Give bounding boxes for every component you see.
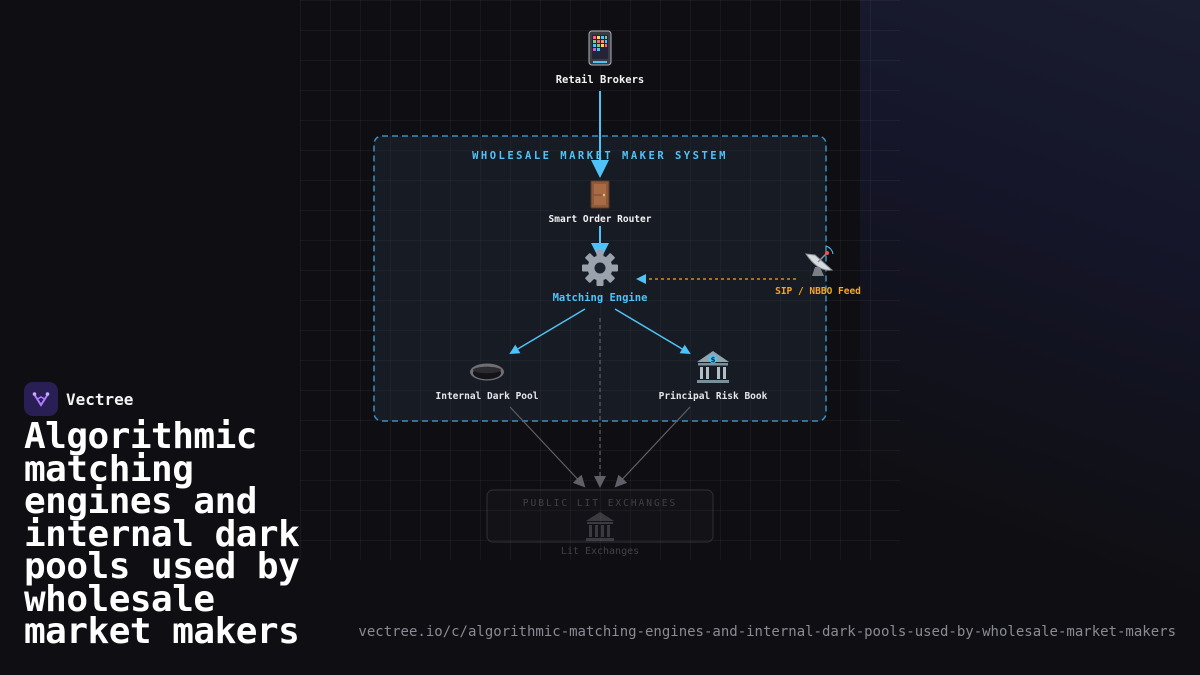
arrow-riskbook-to-lit xyxy=(614,406,691,488)
mobile-phone-icon xyxy=(588,30,612,66)
system-title: WHOLESALE MARKET MAKER SYSTEM xyxy=(472,150,728,162)
satellite-icon xyxy=(804,245,834,276)
sip-nbbo-feed-label: SIP / NBBO Feed xyxy=(775,286,861,297)
brand-name: Vectree xyxy=(66,389,134,409)
gear-icon xyxy=(582,250,618,286)
arrow-engine-to-darkpool xyxy=(509,308,586,355)
principal-risk-book-label: Principal Risk Book xyxy=(659,391,768,402)
door-icon xyxy=(590,180,610,209)
brand: Vectree xyxy=(24,382,133,416)
lit-exchanges-label: Lit Exchanges xyxy=(561,546,639,557)
page-url: vectree.io/c/algorithmic-matching-engine… xyxy=(358,624,1176,640)
smart-order-router-label: Smart Order Router xyxy=(549,214,652,225)
lit-exchanges-title: PUBLIC LIT EXCHANGES xyxy=(523,498,677,509)
bank-icon: $ xyxy=(697,351,729,383)
background-glow xyxy=(860,0,1200,675)
classical-building-icon xyxy=(586,512,614,541)
svg-text:$: $ xyxy=(711,356,716,364)
brand-logo-icon xyxy=(24,382,58,416)
arrow-engine-to-riskbook xyxy=(614,308,691,355)
matching-engine-label: Matching Engine xyxy=(553,292,648,304)
page-title: Algorithmic matching engines and interna… xyxy=(24,416,300,652)
lit-exchanges-group: PUBLIC LIT EXCHANGES Lit Exchanges xyxy=(486,489,714,557)
arrow-darkpool-to-lit xyxy=(509,406,586,488)
lit-exchanges-box xyxy=(486,489,714,543)
retail-brokers-label: Retail Brokers xyxy=(556,74,645,86)
internal-dark-pool-label: Internal Dark Pool xyxy=(436,391,539,402)
hole-icon xyxy=(470,363,504,381)
